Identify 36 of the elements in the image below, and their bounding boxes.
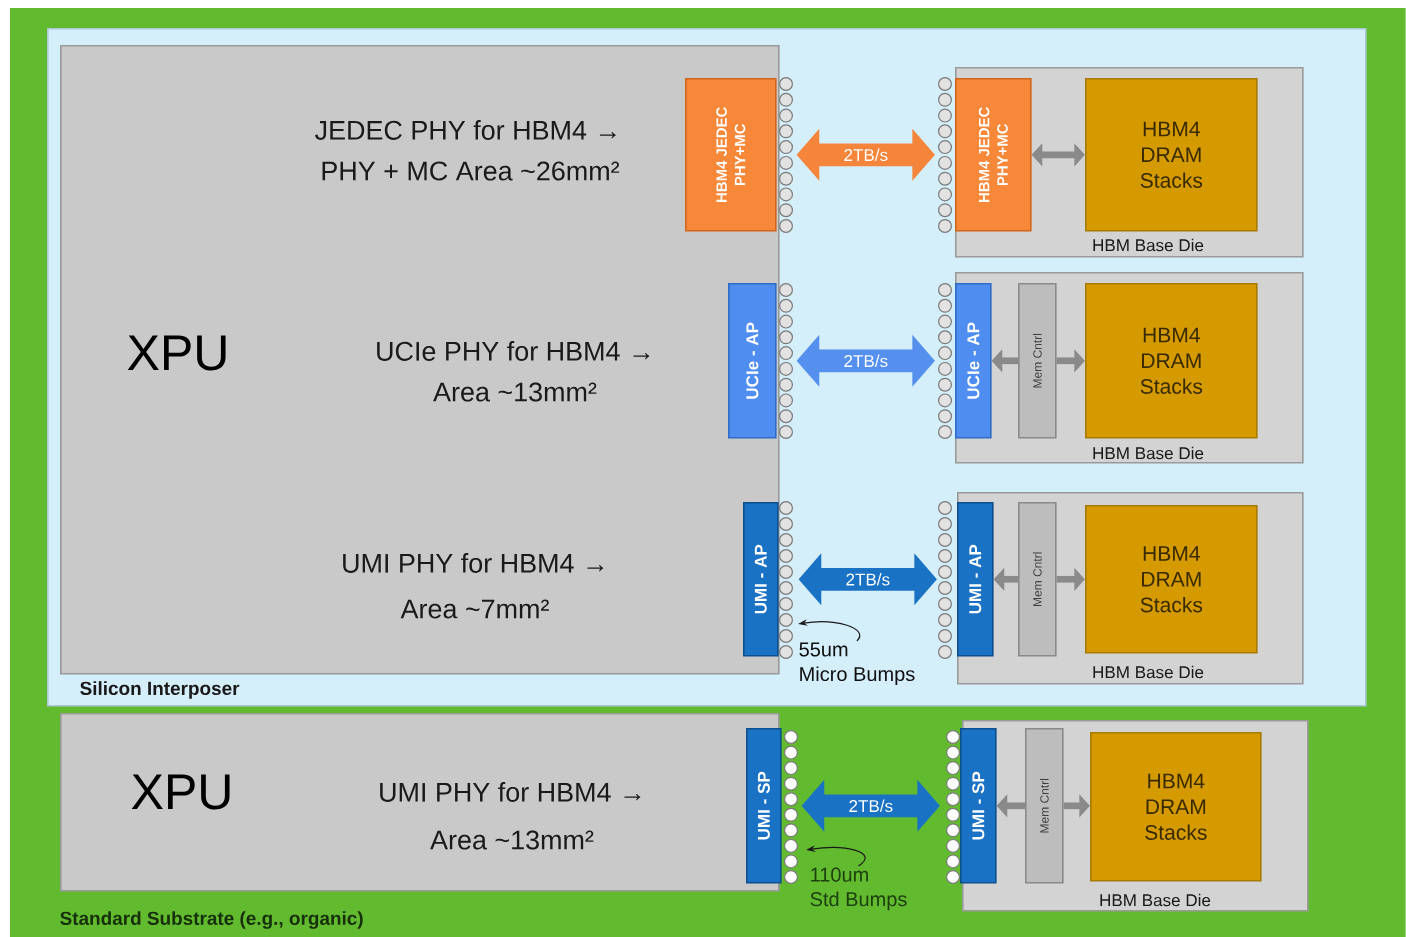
dram-stack-box: HBM4 DRAM Stacks [1085, 78, 1258, 232]
bump-size-label: 55um Micro Bumps [799, 642, 915, 686]
dram-stack-box: HBM4 DRAM Stacks [1085, 505, 1258, 654]
controller-block: Mem Cntrl [1025, 728, 1064, 884]
phy-area-label: JEDEC PHY for HBM4 → [315, 120, 616, 140]
substrate-label: Standard Substrate (e.g., organic) [60, 911, 363, 929]
die-label: HBM Base Die [1093, 446, 1204, 460]
edge-label: 2TB/s [842, 147, 890, 163]
phy-block: UMI - AP [957, 502, 994, 657]
bump-size-label: 110um Std Bumps [810, 867, 907, 911]
phy-block: HBM4 JEDEC PHY+MC [685, 78, 777, 232]
die-label: HBM Base Die [1093, 238, 1204, 252]
phy-block: HBM4 JEDEC PHY+MC [955, 78, 1032, 232]
phy-area-label: PHY + MC Area ~26mm² [322, 161, 620, 181]
chip-label: XPU [131, 774, 230, 810]
phy-block: UCIe - AP [955, 283, 992, 439]
chip-label: XPU [127, 335, 226, 371]
phy-area-label: Area ~13mm² [433, 382, 597, 402]
die-label: HBM Base Die [1093, 665, 1204, 679]
phy-area-label: UMI PHY for HBM4 → [380, 782, 641, 802]
controller-block: Mem Cntrl [1018, 502, 1057, 657]
phy-area-label: Area ~13mm² [430, 830, 594, 850]
interposer-label: Silicon Interposer [80, 681, 240, 699]
dram-stack-box: HBM4 DRAM Stacks [1090, 732, 1262, 882]
edge-label: 2TB/s [842, 353, 890, 369]
die-label: HBM Base Die [1100, 893, 1211, 907]
phy-block: UMI - SP [746, 728, 782, 884]
phy-area-label: Area ~7mm² [400, 599, 549, 619]
dram-stack-box: HBM4 DRAM Stacks [1085, 283, 1258, 439]
phy-block: UCIe - AP [728, 283, 777, 439]
phy-area-label: UMI PHY for HBM4 → [343, 553, 604, 573]
phy-block: UMI - SP [960, 728, 997, 884]
phy-area-label: UCIe PHY for HBM4 → [377, 341, 650, 361]
phy-block: UMI - AP [743, 502, 779, 657]
edge-label: 2TB/s [847, 798, 895, 814]
controller-block: Mem Cntrl [1018, 283, 1057, 439]
